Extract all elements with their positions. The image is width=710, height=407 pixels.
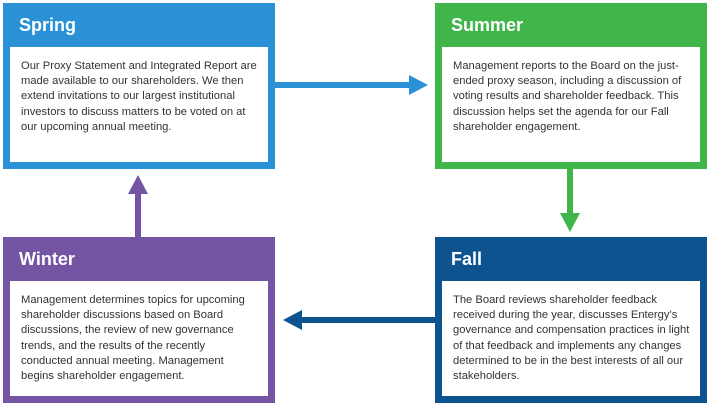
spring-text: Our Proxy Statement and Integrated Repor… <box>10 47 268 162</box>
arrow-summer-to-fall <box>560 169 580 232</box>
winter-text: Management determines topics for upcomin… <box>10 281 268 396</box>
arrow-fall-to-winter <box>283 310 435 330</box>
fall-title: Fall <box>451 248 483 269</box>
spring-title: Spring <box>19 14 76 35</box>
winter-title: Winter <box>19 248 75 269</box>
spring-card: Spring Our Proxy Statement and Integrate… <box>3 3 275 169</box>
summer-card: Summer Management reports to the Board o… <box>435 3 707 169</box>
arrow-spring-to-summer <box>275 75 428 95</box>
summer-text: Management reports to the Board on the j… <box>442 47 700 162</box>
fall-card: Fall The Board reviews shareholder feedb… <box>435 237 707 403</box>
fall-text: The Board reviews shareholder feedback r… <box>442 281 700 396</box>
summer-title: Summer <box>451 14 524 35</box>
winter-card: Winter Management determines topics for … <box>3 237 275 403</box>
arrow-winter-to-spring <box>128 175 148 237</box>
